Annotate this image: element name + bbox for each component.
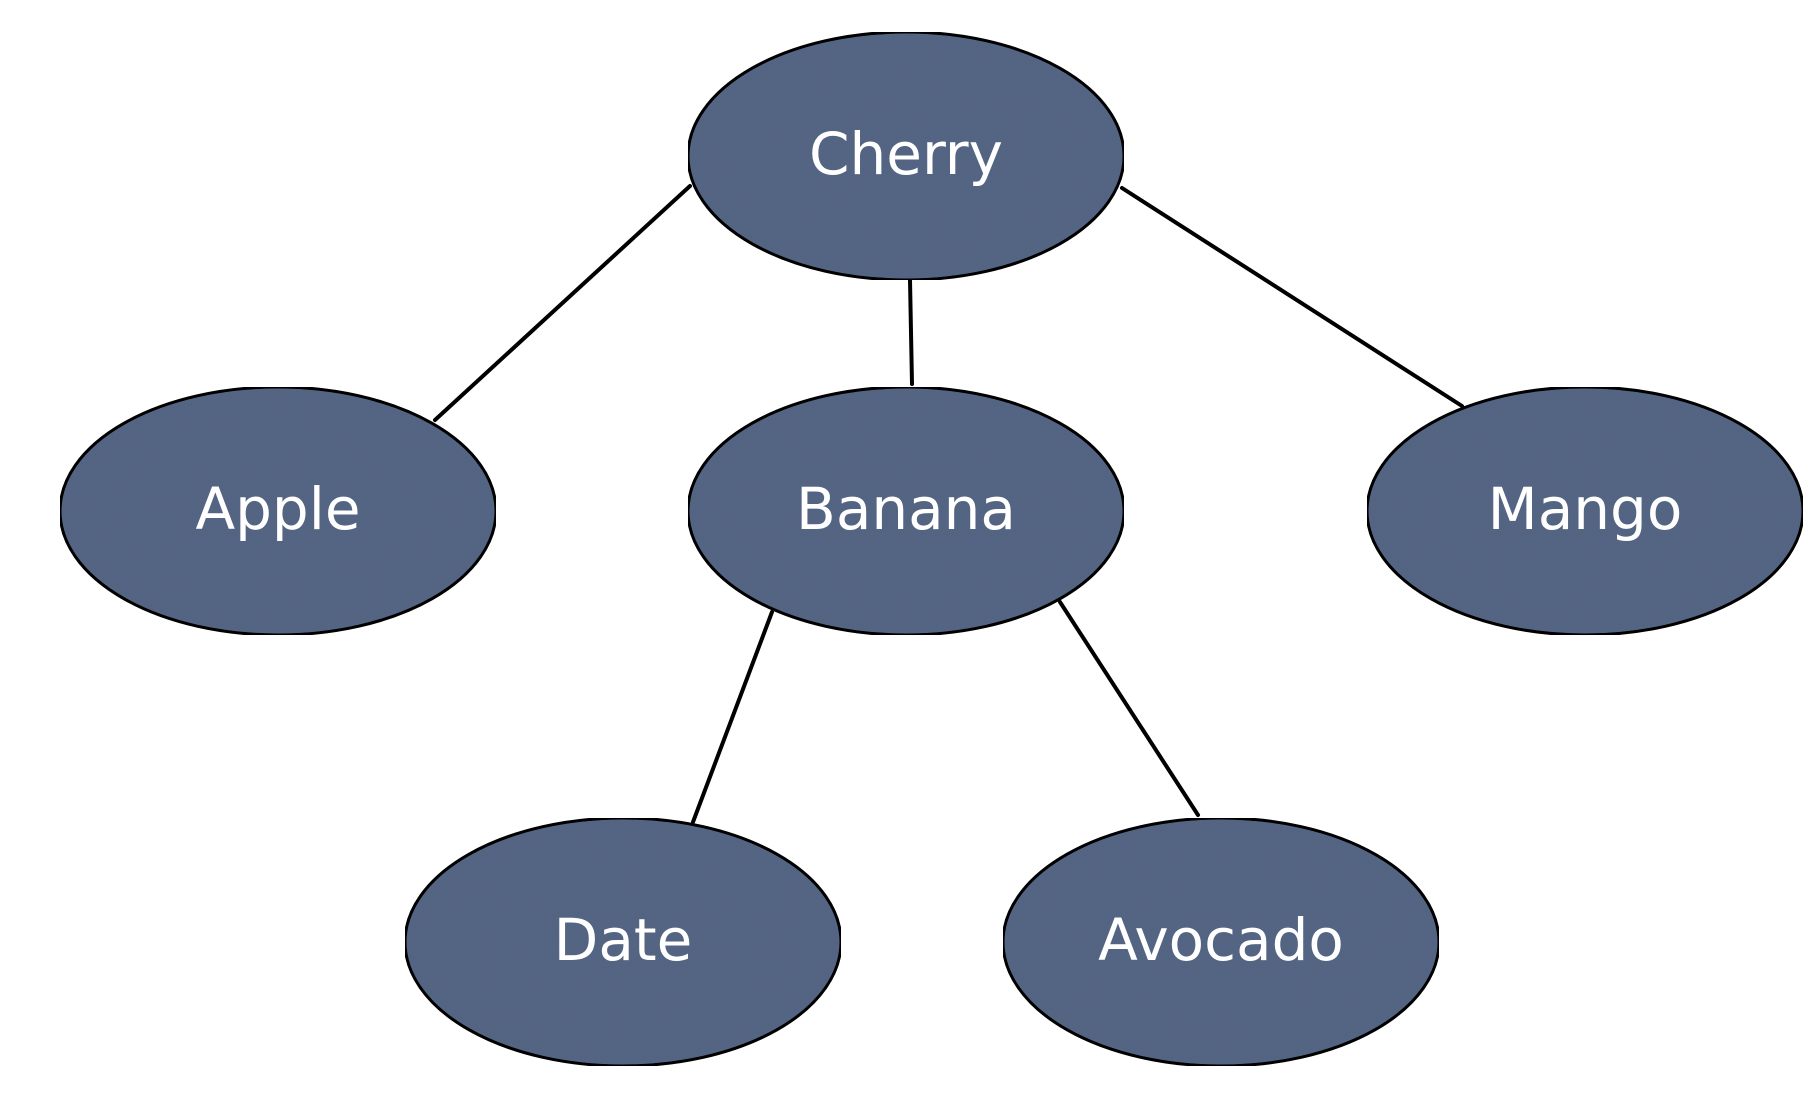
- node-label: Banana: [796, 475, 1016, 543]
- node-label: Mango: [1488, 475, 1683, 543]
- node-label: Apple: [195, 475, 360, 543]
- node-shape: [58, 385, 498, 637]
- node-shape: [403, 816, 843, 1068]
- tree-node-avocado: Avocado: [1001, 816, 1441, 1068]
- node-shape: [1001, 816, 1441, 1068]
- node-label: Avocado: [1098, 906, 1344, 974]
- node-label: Cherry: [809, 120, 1003, 188]
- tree-node-mango: Mango: [1365, 385, 1804, 637]
- tree-node-date: Date: [403, 816, 843, 1068]
- edge-cherry-apple: [433, 184, 692, 422]
- edge-banana-avocado: [1058, 600, 1200, 817]
- node-shape: [686, 30, 1126, 282]
- edge-cherry-mango: [1120, 186, 1464, 408]
- node-shape: [686, 385, 1126, 637]
- tree-node-cherry: Cherry: [686, 30, 1126, 282]
- edge-banana-date: [691, 610, 774, 824]
- node-shape: [1365, 385, 1804, 637]
- tree-node-banana: Banana: [686, 385, 1126, 637]
- edge-cherry-banana: [908, 278, 914, 386]
- tree-node-apple: Apple: [58, 385, 498, 637]
- node-label: Date: [554, 906, 693, 974]
- edges: [433, 184, 1464, 824]
